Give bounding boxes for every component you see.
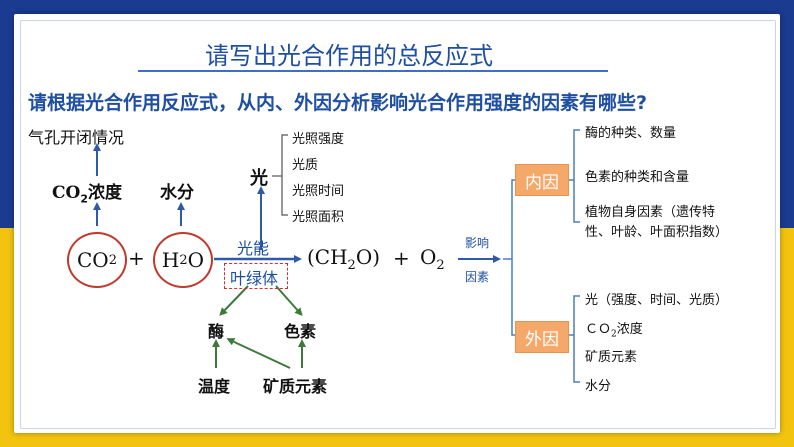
chloroplast-box [224, 263, 288, 289]
light-energy-label: 光能 [237, 239, 270, 258]
slide-card [14, 14, 780, 433]
external-item-light: 光（强度、时间、光质） [585, 293, 729, 308]
slide-border [20, 20, 776, 429]
external-item-minerals: 矿质元素 [585, 350, 638, 365]
chloroplast-label: 叶绿体 [230, 269, 279, 288]
light-bracket [281, 134, 288, 216]
external-bracket [573, 295, 580, 383]
internal-item-pigment: 色素的种类和含量 [585, 170, 690, 185]
external-item-co2: ＣＯ2浓度 [585, 322, 643, 340]
light-label: 光 [250, 168, 268, 189]
arrow-to-pigment [275, 285, 303, 316]
main-bracket [511, 179, 520, 336]
plus-sign: + [128, 246, 145, 270]
product-oxygen: O2 [420, 245, 445, 273]
external-factor-box: 外因 [515, 321, 569, 353]
minerals-label: 矿质元素 [263, 377, 328, 396]
internal-item-plant-line1: 植物自身因素（遗传特 [585, 205, 716, 220]
temperature-label: 温度 [198, 377, 231, 396]
plus-sign-2: + [393, 246, 410, 270]
water-label: 水分 [160, 183, 194, 203]
internal-bracket [573, 129, 580, 223]
influence-label-bottom: 因素 [465, 270, 490, 284]
arrow-to-enzyme [219, 285, 249, 316]
light-item-quality: 光质 [292, 158, 319, 173]
title-underline [138, 70, 608, 72]
light-item-area: 光照面积 [292, 210, 345, 225]
influence-label-top: 影响 [465, 236, 490, 250]
light-item-intensity: 光照强度 [292, 132, 345, 147]
page-title: 请写出光合作用的总反应式 [205, 42, 493, 70]
question-text: 请根据光合作用反应式，从内、外因分析影响光合作用强度的因素有哪些? [28, 92, 648, 114]
internal-factor-box: 内因 [515, 164, 569, 196]
enzyme-label: 酶 [208, 322, 225, 341]
stomata-label: 气孔开闭情况 [28, 128, 125, 147]
external-item-water: 水分 [585, 379, 612, 394]
internal-item-plant-line2: 性、叶龄、叶面积指数） [585, 225, 729, 240]
product-glucose: (CH2O) [307, 245, 381, 273]
pigment-label: 色素 [284, 322, 317, 341]
light-item-duration: 光照时间 [292, 184, 345, 199]
arrow-minerals-to-enzyme [226, 338, 291, 369]
co2-concentration-label: CO2浓度 [52, 183, 122, 206]
internal-item-enzyme: 酶的种类、数量 [585, 126, 677, 141]
